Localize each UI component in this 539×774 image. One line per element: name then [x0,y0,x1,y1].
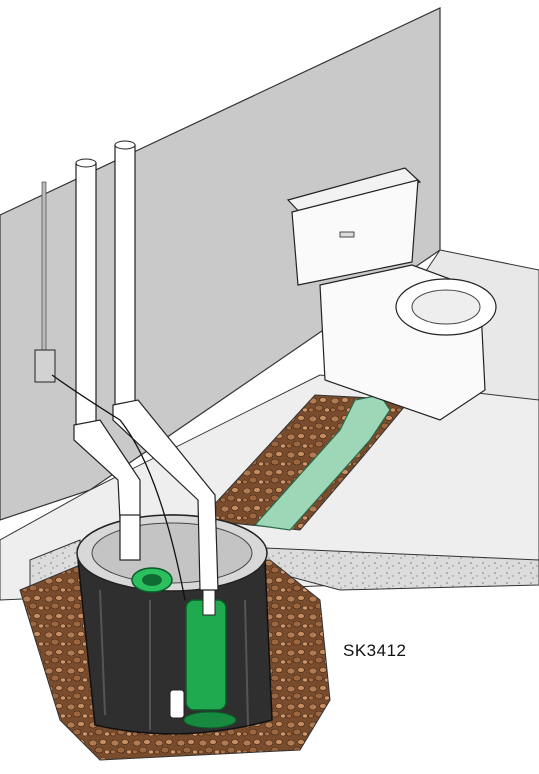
vent-pipe-left [75,162,97,429]
toilet-tank [291,179,419,286]
vent-pipe-left-cap [75,158,97,168]
pump-base [183,711,237,729]
pump-body [185,599,227,711]
basin-rib-3 [244,599,249,726]
back-wall [0,7,441,521]
electrical-conduit [41,181,47,353]
drain-pipe [253,394,391,531]
power-cord [51,374,186,601]
electrical-box [34,349,56,383]
basin-lid-inner [91,522,253,584]
toilet-bowl-opening [411,289,481,325]
toilet-handle [339,231,355,238]
vent-pipe-right [114,144,136,409]
model-label: SK3412 [343,641,407,660]
wye-fitting-right [112,399,219,591]
float-switch [169,689,185,719]
basin-rib-1 [99,589,106,716]
green-gasket-inner [142,574,162,586]
vent-riser [119,514,141,561]
toilet [286,167,497,421]
vent-pipe-right-cap [114,140,136,150]
